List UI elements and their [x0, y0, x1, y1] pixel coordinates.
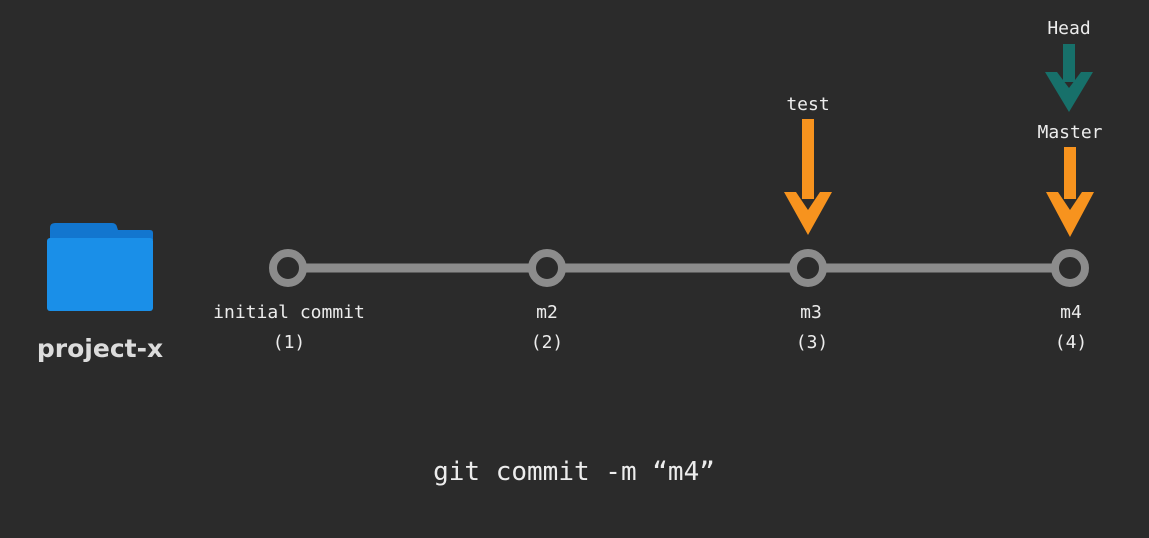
folder-body [47, 238, 153, 311]
folder-icon [47, 223, 153, 311]
commit-number-4: (4) [1055, 332, 1088, 353]
commit-number-3: (3) [796, 332, 829, 353]
master-branch-arrow-icon [1046, 147, 1094, 237]
test-branch-arrow-icon [784, 119, 832, 235]
git-command-text: git commit -m “m4” [433, 457, 715, 487]
folder-tab [50, 223, 153, 240]
commit-number-2: (2) [531, 332, 564, 353]
commit-node-2 [528, 249, 566, 287]
commit-message-2: m2 [536, 302, 558, 323]
commit-node-4 [1051, 249, 1089, 287]
master-branch-label: Master [1037, 122, 1102, 143]
commit-number-1: (1) [273, 332, 306, 353]
test-branch-label: test [786, 94, 829, 115]
commit-node-1 [269, 249, 307, 287]
head-arrow-icon [1045, 44, 1093, 112]
head-label: Head [1047, 18, 1090, 39]
repo-name: project-x [37, 334, 163, 363]
commit-message-4: m4 [1060, 302, 1082, 323]
commit-message-3: m3 [800, 302, 822, 323]
commit-message-1: initial commit [213, 302, 365, 323]
commit-node-3 [789, 249, 827, 287]
